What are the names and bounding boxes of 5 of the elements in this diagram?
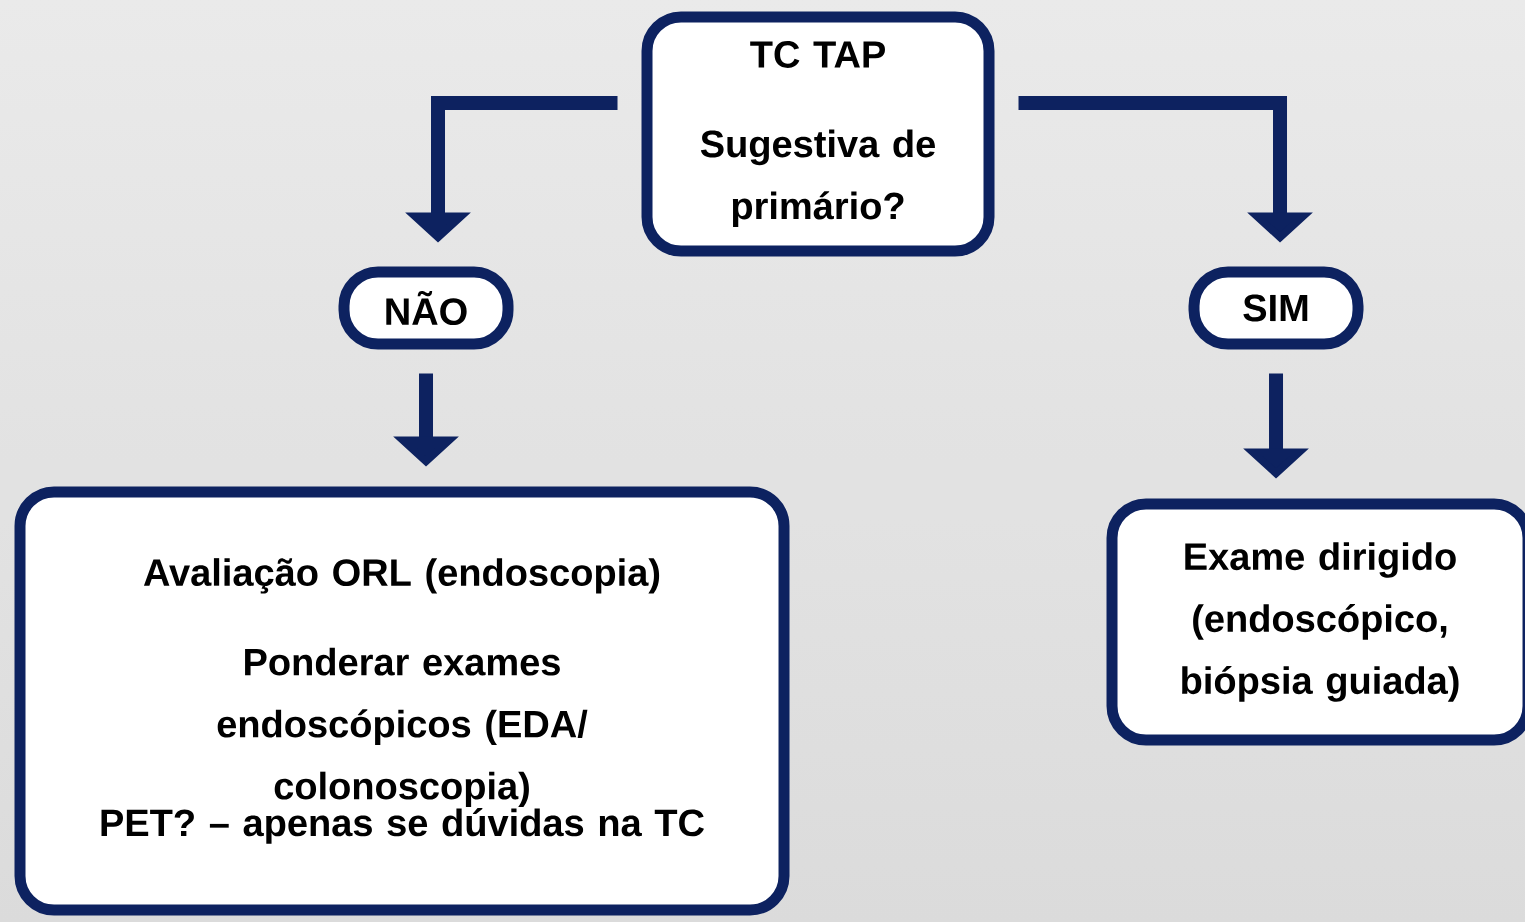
decision-box: TC TAP Sugestiva de primário? <box>641 11 995 257</box>
process-box: Exame dirigido (endoscópico, biópsia guiada) <box>1106 498 1525 746</box>
label-box: NÃO <box>338 266 514 350</box>
process-box: Avaliação ORL (endoscopia) Ponderar exames endoscópicos (EDA/ colonoscopia) PET? – apenas se dúvidas na TC <box>14 486 790 916</box>
label-box: SIM <box>1188 266 1364 350</box>
